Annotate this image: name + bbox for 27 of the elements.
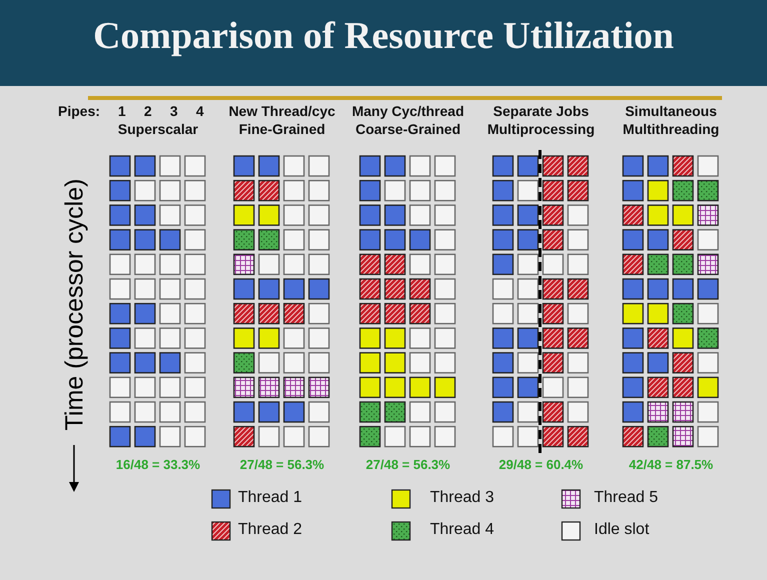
column-heading: Coarse-Grained <box>354 121 462 137</box>
slide-title: Comparison of Resource Utilization <box>92 14 675 58</box>
legend-label: Thread 4 <box>430 521 494 539</box>
utilization-ratio: 42/48 = 87.5% <box>628 457 714 472</box>
column-heading: Fine-Grained <box>238 121 326 137</box>
utilization-ratio: 27/48 = 56.3% <box>238 457 326 472</box>
utilization-ratio: 29/48 = 60.4% <box>498 457 584 472</box>
legend-label: Thread 1 <box>238 489 302 507</box>
column-heading: Multiprocessing <box>486 121 596 137</box>
column-heading: Separate Jobs <box>492 103 590 119</box>
axis-label: Time (processor cycle) <box>60 178 90 432</box>
pipe-number: 3 <box>170 103 178 119</box>
column-heading: Simultaneous <box>624 103 718 119</box>
column-heading: Superscalar <box>116 121 200 137</box>
legend-label: Thread 3 <box>430 489 494 507</box>
column-heading: New Thread/cyc <box>228 103 336 119</box>
legend-label: Thread 2 <box>238 521 302 539</box>
utilization-ratio: 27/48 = 56.3% <box>364 457 452 472</box>
column-heading: Multithreading <box>622 121 720 137</box>
pipe-number: 2 <box>144 103 152 119</box>
utilization-ratio: 16/48 = 33.3% <box>114 457 202 472</box>
legend-label: Thread 5 <box>594 489 658 507</box>
legend-label: Idle slot <box>594 521 650 539</box>
pipes-label: Pipes: <box>58 103 100 119</box>
pipe-number: 4 <box>196 103 204 119</box>
column-heading: Many Cyc/thread <box>350 103 466 119</box>
pipe-number: 1 <box>118 103 126 119</box>
